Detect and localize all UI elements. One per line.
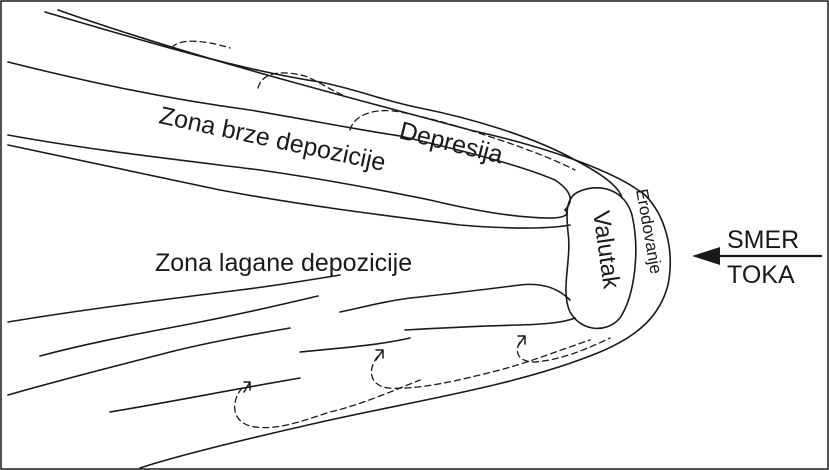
lower-streak-2 — [40, 296, 318, 356]
slow-zone-lower-edge — [340, 284, 570, 312]
lower-streak-4 — [405, 318, 575, 330]
flow-arrow-lower-2 — [376, 350, 383, 360]
depression-lower-edge — [45, 12, 622, 198]
flow-direction-arrowhead — [692, 247, 720, 265]
flow-line-lower-3 — [517, 338, 610, 362]
slow-deposition-zone-label: Zona lagane depozicije — [155, 249, 412, 277]
erosion-label: Erodovanje — [632, 187, 666, 275]
lower-streak-6 — [110, 378, 300, 412]
fast-deposition-zone-label: Zona brze depozicije — [157, 101, 388, 176]
flow-direction-label-line1: SMER — [727, 226, 799, 254]
flow-line-upper-1 — [172, 41, 230, 48]
lower-streak-1 — [8, 275, 340, 322]
lower-streak-5 — [300, 338, 410, 352]
flow-line-lower-2 — [371, 340, 590, 388]
boulder-label: Valutak — [587, 209, 625, 291]
outer-scour-outline — [58, 10, 670, 468]
flow-arrow-lower-3 — [518, 336, 525, 346]
flow-direction-label-line2: TOKA — [727, 261, 795, 289]
